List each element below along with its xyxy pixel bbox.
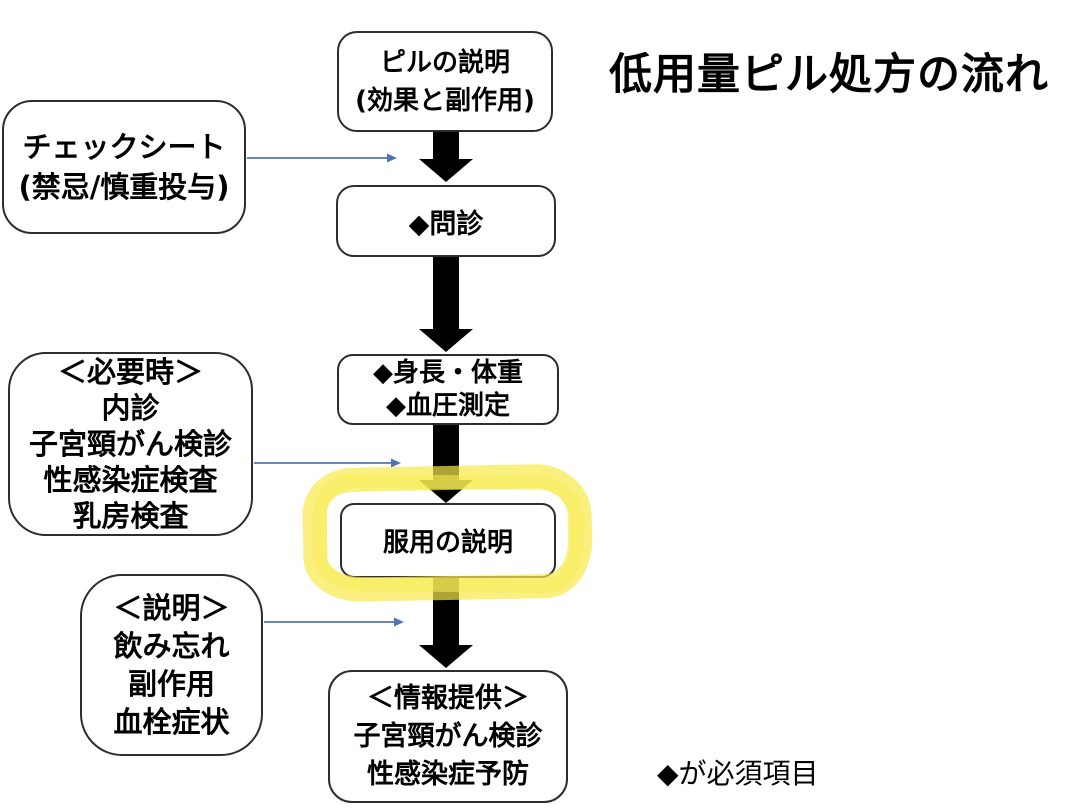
note-text-line: 子宮頸がん検診	[28, 427, 232, 461]
note-text-line: 副作用	[127, 667, 215, 701]
node-text-line: ピルの説明	[379, 47, 510, 78]
node-text-line: (効果と副作用)	[355, 85, 535, 116]
node-text-line: ◆血圧測定	[386, 390, 510, 421]
down-arrow-icon	[419, 578, 473, 668]
down-arrow-icon	[419, 257, 473, 352]
down-arrow-icon	[419, 425, 473, 503]
node-text-line: ◆身長・体重	[373, 357, 523, 388]
note-box-explanation: ＜説明＞ 飲み忘れ 副作用 血栓症状	[80, 574, 263, 756]
note-text-line: 乳房検査	[72, 499, 189, 533]
flow-node-interview: ◆問診	[336, 185, 556, 257]
note-text-line: ＜必要時＞	[57, 355, 203, 389]
node-text-line: ◆問診	[408, 208, 484, 240]
node-text-line: 性感染症予防	[367, 758, 529, 790]
connector-arrow-icon	[247, 153, 397, 163]
flow-node-measurements: ◆身長・体重 ◆血圧測定	[337, 354, 559, 425]
note-text-line: 飲み忘れ	[113, 629, 230, 663]
legend-note: ◆が必須項目	[657, 757, 819, 790]
note-text-line: 血栓症状	[113, 705, 230, 739]
note-text-line: ＜説明＞	[113, 591, 230, 625]
down-arrow-icon	[419, 132, 473, 182]
note-text-line: チェックシート	[22, 130, 226, 164]
node-text-line: ＜情報提供＞	[367, 682, 529, 714]
node-text-line: 子宮頸がん検診	[353, 720, 543, 752]
connector-arrow-icon	[264, 617, 404, 627]
connector-arrow-icon	[254, 458, 401, 468]
note-text-line: 性感染症検査	[43, 463, 218, 497]
note-box-when-needed: ＜必要時＞ 内診 子宮頸がん検診 性感染症検査 乳房検査	[8, 352, 253, 536]
flow-node-information: ＜情報提供＞ 子宮頸がん検診 性感染症予防	[328, 670, 568, 803]
node-text-line: 服用の説明	[382, 528, 513, 558]
flow-node-dosage-explanation: 服用の説明	[340, 503, 556, 578]
flow-node-pill-explanation: ピルの説明 (効果と副作用)	[337, 31, 553, 132]
note-text-line: (禁忌/慎重投与)	[18, 170, 230, 204]
note-box-check-sheet: チェックシート (禁忌/慎重投与)	[2, 100, 246, 234]
page-title: 低用量ピル処方の流れ	[609, 50, 1049, 100]
note-text-line: 内診	[101, 391, 160, 425]
